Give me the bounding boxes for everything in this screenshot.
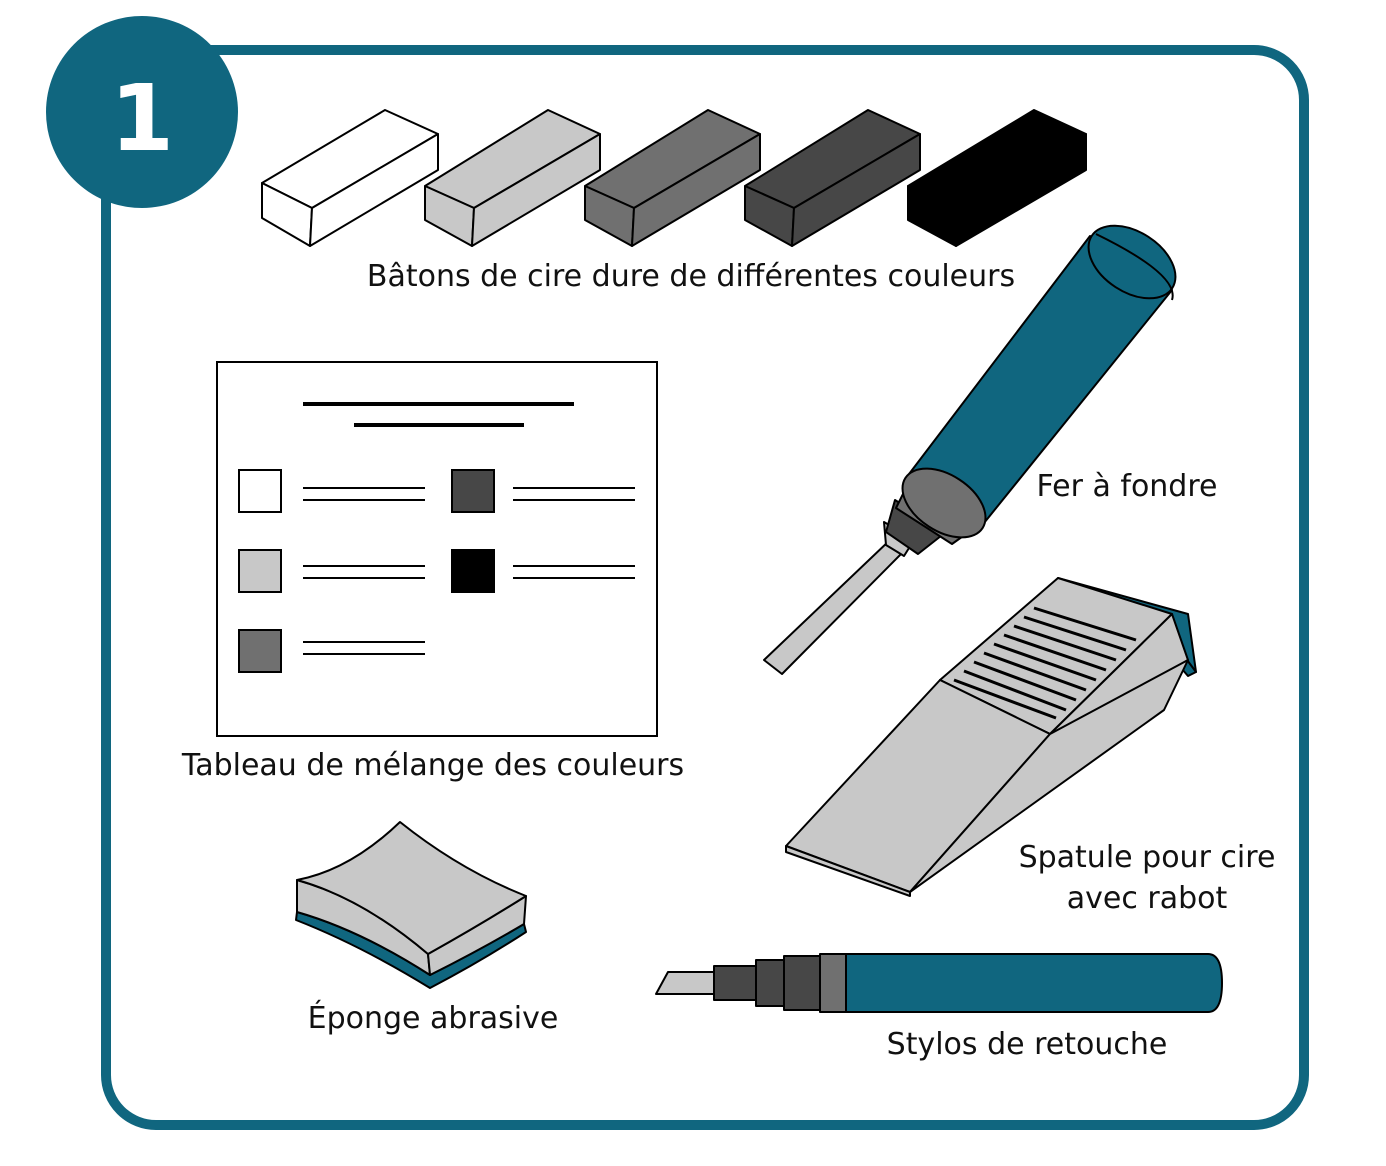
step-badge: 1: [46, 16, 238, 208]
wax-stick-white: [261, 109, 439, 247]
spatula-label-line2: avec rabot: [1067, 881, 1228, 916]
touchup-pen-illustration: [655, 953, 1223, 1013]
swatch-black: [451, 549, 495, 593]
wax-stick-dark-gray: [744, 109, 921, 247]
spatula-label-line1: Spatule pour cire: [1019, 840, 1276, 875]
color-chart-label: Tableau de mélange des couleurs: [181, 748, 684, 783]
sponge-label: Éponge abrasive: [308, 1000, 559, 1036]
sponge-illustration: [295, 821, 527, 989]
color-chart-illustration: [216, 361, 658, 737]
swatch-mid-gray: [238, 629, 282, 673]
wax-sticks-illustration: [261, 109, 1087, 247]
wax-sticks-label: Bâtons de cire dure de différentes coule…: [367, 259, 1015, 294]
melting-iron-label: Fer à fondre: [1037, 469, 1218, 504]
swatch-white: [238, 469, 282, 513]
swatch-dark-gray: [451, 469, 495, 513]
step-number: 1: [110, 65, 174, 172]
swatch-light-gray: [238, 549, 282, 593]
wax-stick-light-gray: [424, 109, 601, 247]
wax-stick-black: [907, 109, 1087, 247]
melting-iron-illustration: [763, 224, 1177, 675]
spatula-illustration: [785, 577, 1197, 897]
wax-stick-mid-gray: [584, 109, 761, 247]
plane-grooves: [953, 606, 1137, 720]
touchup-pen-label: Stylos de retouche: [887, 1027, 1168, 1062]
